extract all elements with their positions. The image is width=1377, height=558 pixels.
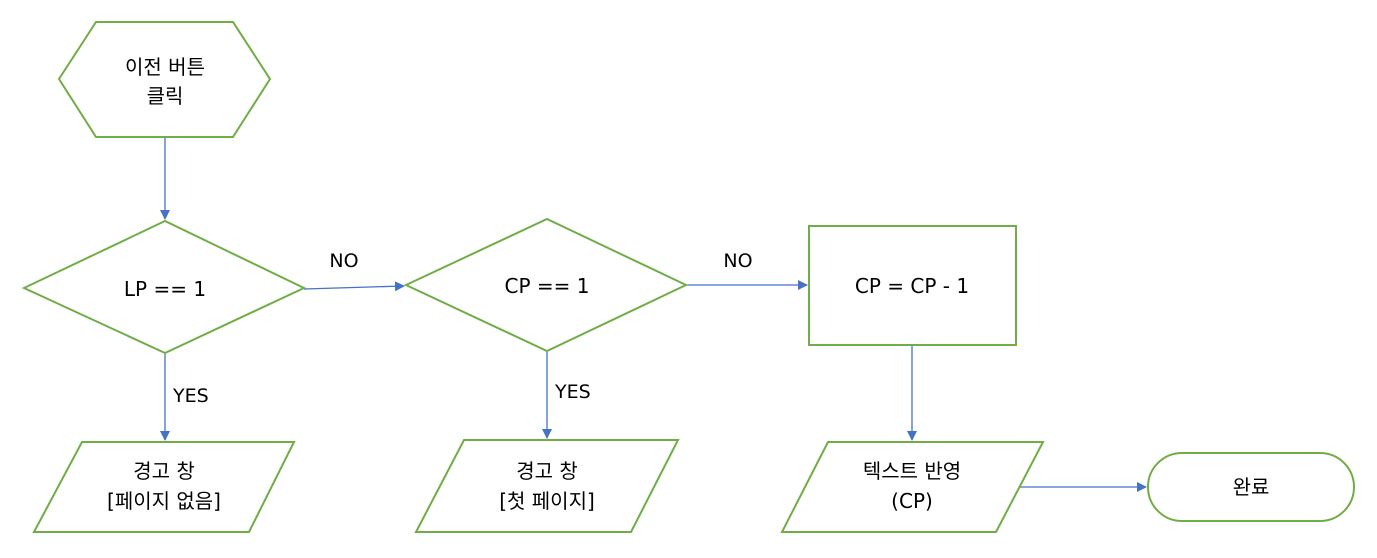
lp-decision-node: LP == 1: [21, 219, 307, 355]
edge-label-cp-no: NO: [723, 250, 752, 272]
connector-lp-to-cp: [303, 281, 405, 292]
reflect-text-line1: 텍스트 반영: [863, 459, 961, 483]
alert-first-page-line2: [첫 페이지]: [499, 489, 595, 513]
alert-no-page-line2: [페이지 없음]: [107, 489, 221, 513]
start-node: 이전 버튼 클릭: [57, 21, 272, 138]
decrement-label: CP = CP - 1: [855, 274, 969, 298]
alert-no-page-line1: 경고 창: [133, 459, 195, 483]
start-label-line1: 이전 버튼: [125, 55, 205, 79]
start-label-line2: 클릭: [147, 84, 184, 108]
cp-decision-node: CP == 1: [403, 217, 689, 353]
cp-decision-label: CP == 1: [505, 274, 590, 298]
alert-no-page-node: 경고 창 [페이지 없음]: [32, 441, 296, 533]
edge-label-lp-yes: YES: [172, 385, 209, 407]
reflect-text-node: 텍스트 반영 (CP): [780, 441, 1045, 533]
reflect-text-line2: (CP): [891, 489, 933, 513]
edge-label-cp-yes: YES: [554, 381, 591, 403]
lp-decision-label: LP == 1: [124, 277, 206, 301]
done-node: 완료: [1147, 452, 1355, 522]
decrement-node: CP = CP - 1: [808, 225, 1017, 346]
alert-first-page-node: 경고 창 [첫 페이지]: [414, 439, 680, 533]
done-label: 완료: [1233, 475, 1270, 499]
edge-label-lp-no: NO: [329, 250, 358, 272]
alert-first-page-line1: 경고 창: [516, 459, 578, 483]
